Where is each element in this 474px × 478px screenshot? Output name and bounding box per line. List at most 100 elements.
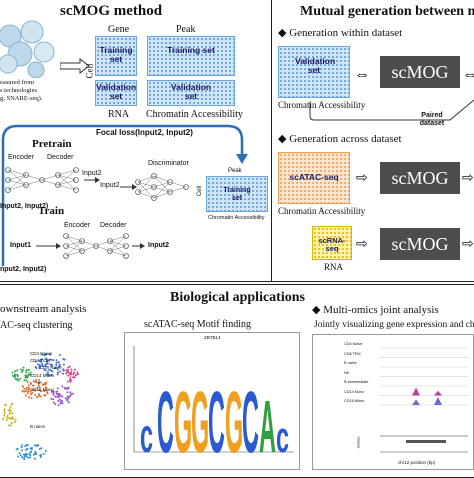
umap-point <box>8 412 11 415</box>
discriminator-label: Discriminator <box>148 160 189 167</box>
input2-label: Input2 <box>148 242 169 249</box>
chromatin-label: Chromatin Accessibility <box>278 100 366 110</box>
umap-point <box>27 374 30 377</box>
umap-point <box>44 365 47 368</box>
umap-point <box>26 375 29 378</box>
umap-point <box>17 455 20 458</box>
umap-point <box>32 384 35 387</box>
umap-point <box>70 373 73 376</box>
umap-point <box>21 456 24 459</box>
umap-point <box>20 446 23 449</box>
umap-point <box>34 366 37 369</box>
umap-point <box>38 389 41 392</box>
umap-point <box>39 395 42 398</box>
track-peak <box>434 397 442 405</box>
umap-point <box>26 392 29 395</box>
umap-point <box>19 454 22 457</box>
small-training-grid: Training set <box>206 176 268 212</box>
clustering-label: AC-seq clustering <box>0 320 73 331</box>
within-dataset-text: Generation within dataset <box>289 27 403 39</box>
umap-point <box>74 374 77 377</box>
rna-label: RNA <box>108 109 130 120</box>
motif-letter: A <box>259 385 276 468</box>
umap-point <box>45 360 48 363</box>
umap-point <box>24 445 27 448</box>
umap-point <box>31 391 34 394</box>
umap-point <box>67 387 70 390</box>
peak-training-grid: Training set <box>147 36 235 76</box>
motif-letter: C <box>242 374 259 468</box>
umap-point <box>44 386 47 389</box>
umap-point <box>61 402 64 405</box>
umap-point <box>68 372 71 375</box>
umap-point <box>38 386 41 389</box>
coverage-tracks <box>380 347 468 453</box>
umap-point <box>20 449 23 452</box>
encoder-label: Encoder <box>8 154 35 161</box>
umap-point <box>33 389 36 392</box>
genes-label: Genes <box>355 436 361 449</box>
umap-point <box>8 408 11 411</box>
umap-point <box>45 363 48 366</box>
umap-point <box>61 399 64 402</box>
umap-point <box>16 375 19 378</box>
umap-labels: CD4 Naive CD4 TCM CD8 Naive CD14 Mono NK… <box>30 350 62 430</box>
umap-point <box>38 378 41 381</box>
umap-point <box>54 403 57 406</box>
umap-point <box>22 366 25 369</box>
umap-point <box>42 452 45 455</box>
umap-point <box>70 368 73 371</box>
umap-point <box>26 444 29 447</box>
umap-point <box>41 364 44 367</box>
rna-validation-grid: Validation set <box>95 80 137 106</box>
umap-point <box>34 393 37 396</box>
umap-point <box>66 391 69 394</box>
umap-point <box>36 395 39 398</box>
double-arrow-icon: ⇔ <box>354 66 370 83</box>
umap-point <box>23 454 26 457</box>
umap-point <box>55 361 58 364</box>
right-arrow-icon: ⇨ <box>356 171 368 186</box>
umap-point <box>11 374 14 377</box>
umap-point <box>13 421 16 424</box>
scrna-label: scRNA-seq <box>318 236 346 254</box>
umap-point <box>28 388 31 391</box>
umap-point <box>27 390 30 393</box>
umap-point <box>21 444 24 447</box>
umap-point <box>56 390 59 393</box>
umap-point <box>34 444 37 447</box>
umap-label: CD16 Mono <box>30 386 55 392</box>
umap-point <box>67 374 70 377</box>
rna-training-grid: Training set <box>95 36 137 76</box>
umap-point <box>40 360 43 363</box>
motif-letter: C <box>208 374 225 468</box>
umap-point <box>27 396 30 399</box>
umap-point <box>44 369 47 372</box>
tracks-box <box>312 334 474 470</box>
umap-point <box>37 363 40 366</box>
umap-point <box>10 403 13 406</box>
umap-point <box>24 448 27 451</box>
small-peak-label: Peak <box>228 168 242 174</box>
umap-point <box>66 395 69 398</box>
chromatin-label: Chromatin Accessibility <box>146 109 243 120</box>
track-peak <box>434 390 442 396</box>
umap-point <box>43 383 46 386</box>
track-label: CD4 Naive <box>344 342 363 346</box>
umap-point <box>26 381 29 384</box>
multiomics-text: Multi-omics joint analysis <box>323 304 439 316</box>
umap-point <box>57 400 60 403</box>
umap-point <box>35 453 38 456</box>
umap-label: CD4 TCM <box>30 358 50 364</box>
right-arrow-icon: ⇨ <box>462 171 474 186</box>
umap-label: NK <box>36 379 43 385</box>
scmog-box-3: scMOG <box>380 228 460 260</box>
umap-point <box>57 395 60 398</box>
umap-point <box>68 378 71 381</box>
umap-point <box>43 394 46 397</box>
umap-point <box>50 358 53 361</box>
decoder-label: Decoder <box>100 222 127 229</box>
scrna-grid: scRNA-seq <box>312 226 352 260</box>
umap-point <box>71 392 74 395</box>
umap-point <box>52 359 55 362</box>
